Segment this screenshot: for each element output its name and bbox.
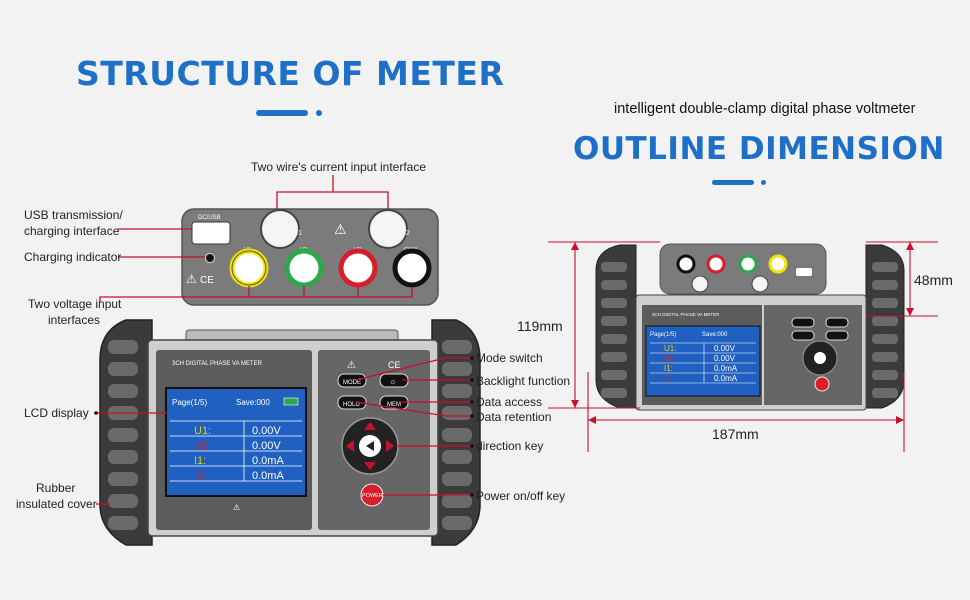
- svg-text:I1:: I1:: [664, 364, 673, 373]
- label-direction-key: direction key: [476, 439, 544, 453]
- svg-text:0.00V: 0.00V: [714, 354, 736, 363]
- voltage-jack-u3: [338, 248, 378, 288]
- usb-port: [191, 221, 231, 245]
- connector-panel: DC/USB ⚠ CE I1 ⚠ I2 U1 U2 U3 COM: [181, 208, 439, 306]
- label-rubber-2: insulated cover: [16, 497, 97, 511]
- warning-icon: ⚠: [233, 503, 240, 512]
- outline-title-underline: [712, 180, 754, 185]
- structure-title-underline: [256, 110, 308, 116]
- outline-lcd: [645, 325, 761, 397]
- i2-label: I2: [404, 230, 410, 237]
- ce-mark: CE: [388, 360, 401, 370]
- svg-text:3CH DIGITAL PHASE VA METER: 3CH DIGITAL PHASE VA METER: [652, 312, 720, 317]
- structure-title-dot: [316, 110, 322, 116]
- charging-indicator-led: [205, 253, 215, 263]
- label-voltage-1: Two voltage input: [28, 297, 122, 311]
- outline-meter: 3CH DIGITAL PHASE VA METER Page(1/5) Sav…: [595, 243, 905, 411]
- label-mode-switch: Mode switch: [476, 351, 543, 365]
- ce-mark: CE: [200, 275, 214, 286]
- svg-text:MODE: MODE: [343, 380, 361, 386]
- dimension-height: 119mm: [517, 318, 563, 334]
- structure-title: STRUCTURE OF METER: [76, 54, 505, 93]
- current-input-i2-jack: [368, 209, 408, 249]
- outline-title-dot: [761, 180, 766, 185]
- right-arrow-icon: [386, 440, 394, 452]
- battery-icon: [283, 397, 299, 406]
- voltage-jack-u2: [284, 248, 324, 288]
- lcd-row-label: I2:: [194, 470, 206, 482]
- label-power-key: Power on/off key: [476, 489, 566, 503]
- svg-text:Page(1/5): Page(1/5): [650, 332, 676, 338]
- label-usb-1: USB transmission/: [24, 208, 123, 222]
- meter-front: 3CH DIGITAL PHASE VA METER Page(1/5) Sav…: [99, 319, 481, 546]
- lcd-display: [165, 387, 307, 497]
- lcd-row-value: 0.0mA: [252, 470, 284, 482]
- label-charging-indicator: Charging indicator: [24, 250, 122, 264]
- lcd-row-value: 0.00V: [252, 425, 281, 437]
- dimension-width: 187mm: [712, 426, 759, 442]
- svg-text:U1:: U1:: [664, 344, 676, 353]
- lcd-row-label: I1:: [194, 455, 206, 467]
- lcd-row-label: U1:: [194, 425, 211, 437]
- lcd-row-label: U2:: [194, 440, 211, 452]
- label-data-retention: Data retention: [476, 410, 552, 424]
- label-lcd-display: LCD display: [24, 406, 89, 420]
- label-current-input: Two wire's current input interface: [251, 160, 427, 174]
- svg-text:Save:000: Save:000: [702, 332, 728, 338]
- svg-text:0.00V: 0.00V: [714, 344, 736, 353]
- label-rubber-1: Rubber: [36, 481, 76, 495]
- backlight-icon: ☼: [389, 377, 396, 386]
- lcd-row-value: 0.0mA: [252, 455, 284, 467]
- left-arrow-icon: [346, 440, 354, 452]
- hold-button: [337, 395, 367, 410]
- up-arrow-icon: [364, 422, 376, 430]
- subtitle: intelligent double-clamp digital phase v…: [614, 101, 916, 117]
- svg-text:0.0mA: 0.0mA: [714, 374, 738, 383]
- outline-title: OUTLINE DIMENSION: [573, 131, 945, 167]
- lcd-row-value: 0.00V: [252, 440, 281, 452]
- leader-lines-meter: [96, 357, 472, 505]
- dimension-top: 48mm: [914, 272, 953, 288]
- svg-text:POWER: POWER: [362, 493, 383, 499]
- warning-icon: ⚠: [347, 360, 356, 371]
- mode-button: [337, 373, 367, 388]
- label-data-access: Data access: [476, 395, 543, 409]
- lcd-page: Page(1/5): [172, 398, 207, 407]
- leader-lines-top: [99, 175, 413, 302]
- warning-icon: ⚠: [186, 272, 197, 286]
- meter-name: 3CH DIGITAL PHASE VA METER: [172, 361, 263, 367]
- svg-text:U2:: U2:: [664, 354, 676, 363]
- dc-usb-label: DC/USB: [198, 215, 221, 221]
- label-backlight: Backlight function: [476, 374, 571, 388]
- svg-text:0.0mA: 0.0mA: [714, 364, 738, 373]
- voltage-jack-com: [392, 248, 432, 288]
- svg-text:HOLD: HOLD: [343, 402, 360, 408]
- lcd-table: [170, 420, 302, 482]
- dimension-lines: [548, 241, 938, 452]
- svg-text:MEM: MEM: [387, 402, 401, 408]
- svg-text:I2:: I2:: [664, 374, 673, 383]
- label-usb-2: charging interface: [24, 224, 120, 238]
- warning-icon: ⚠: [334, 221, 347, 237]
- i1-label: I1: [296, 230, 302, 237]
- lcd-save: Save:000: [236, 398, 270, 407]
- current-input-i1-jack: [260, 209, 300, 249]
- down-arrow-icon: [364, 462, 376, 470]
- label-voltage-2: interfaces: [48, 313, 101, 327]
